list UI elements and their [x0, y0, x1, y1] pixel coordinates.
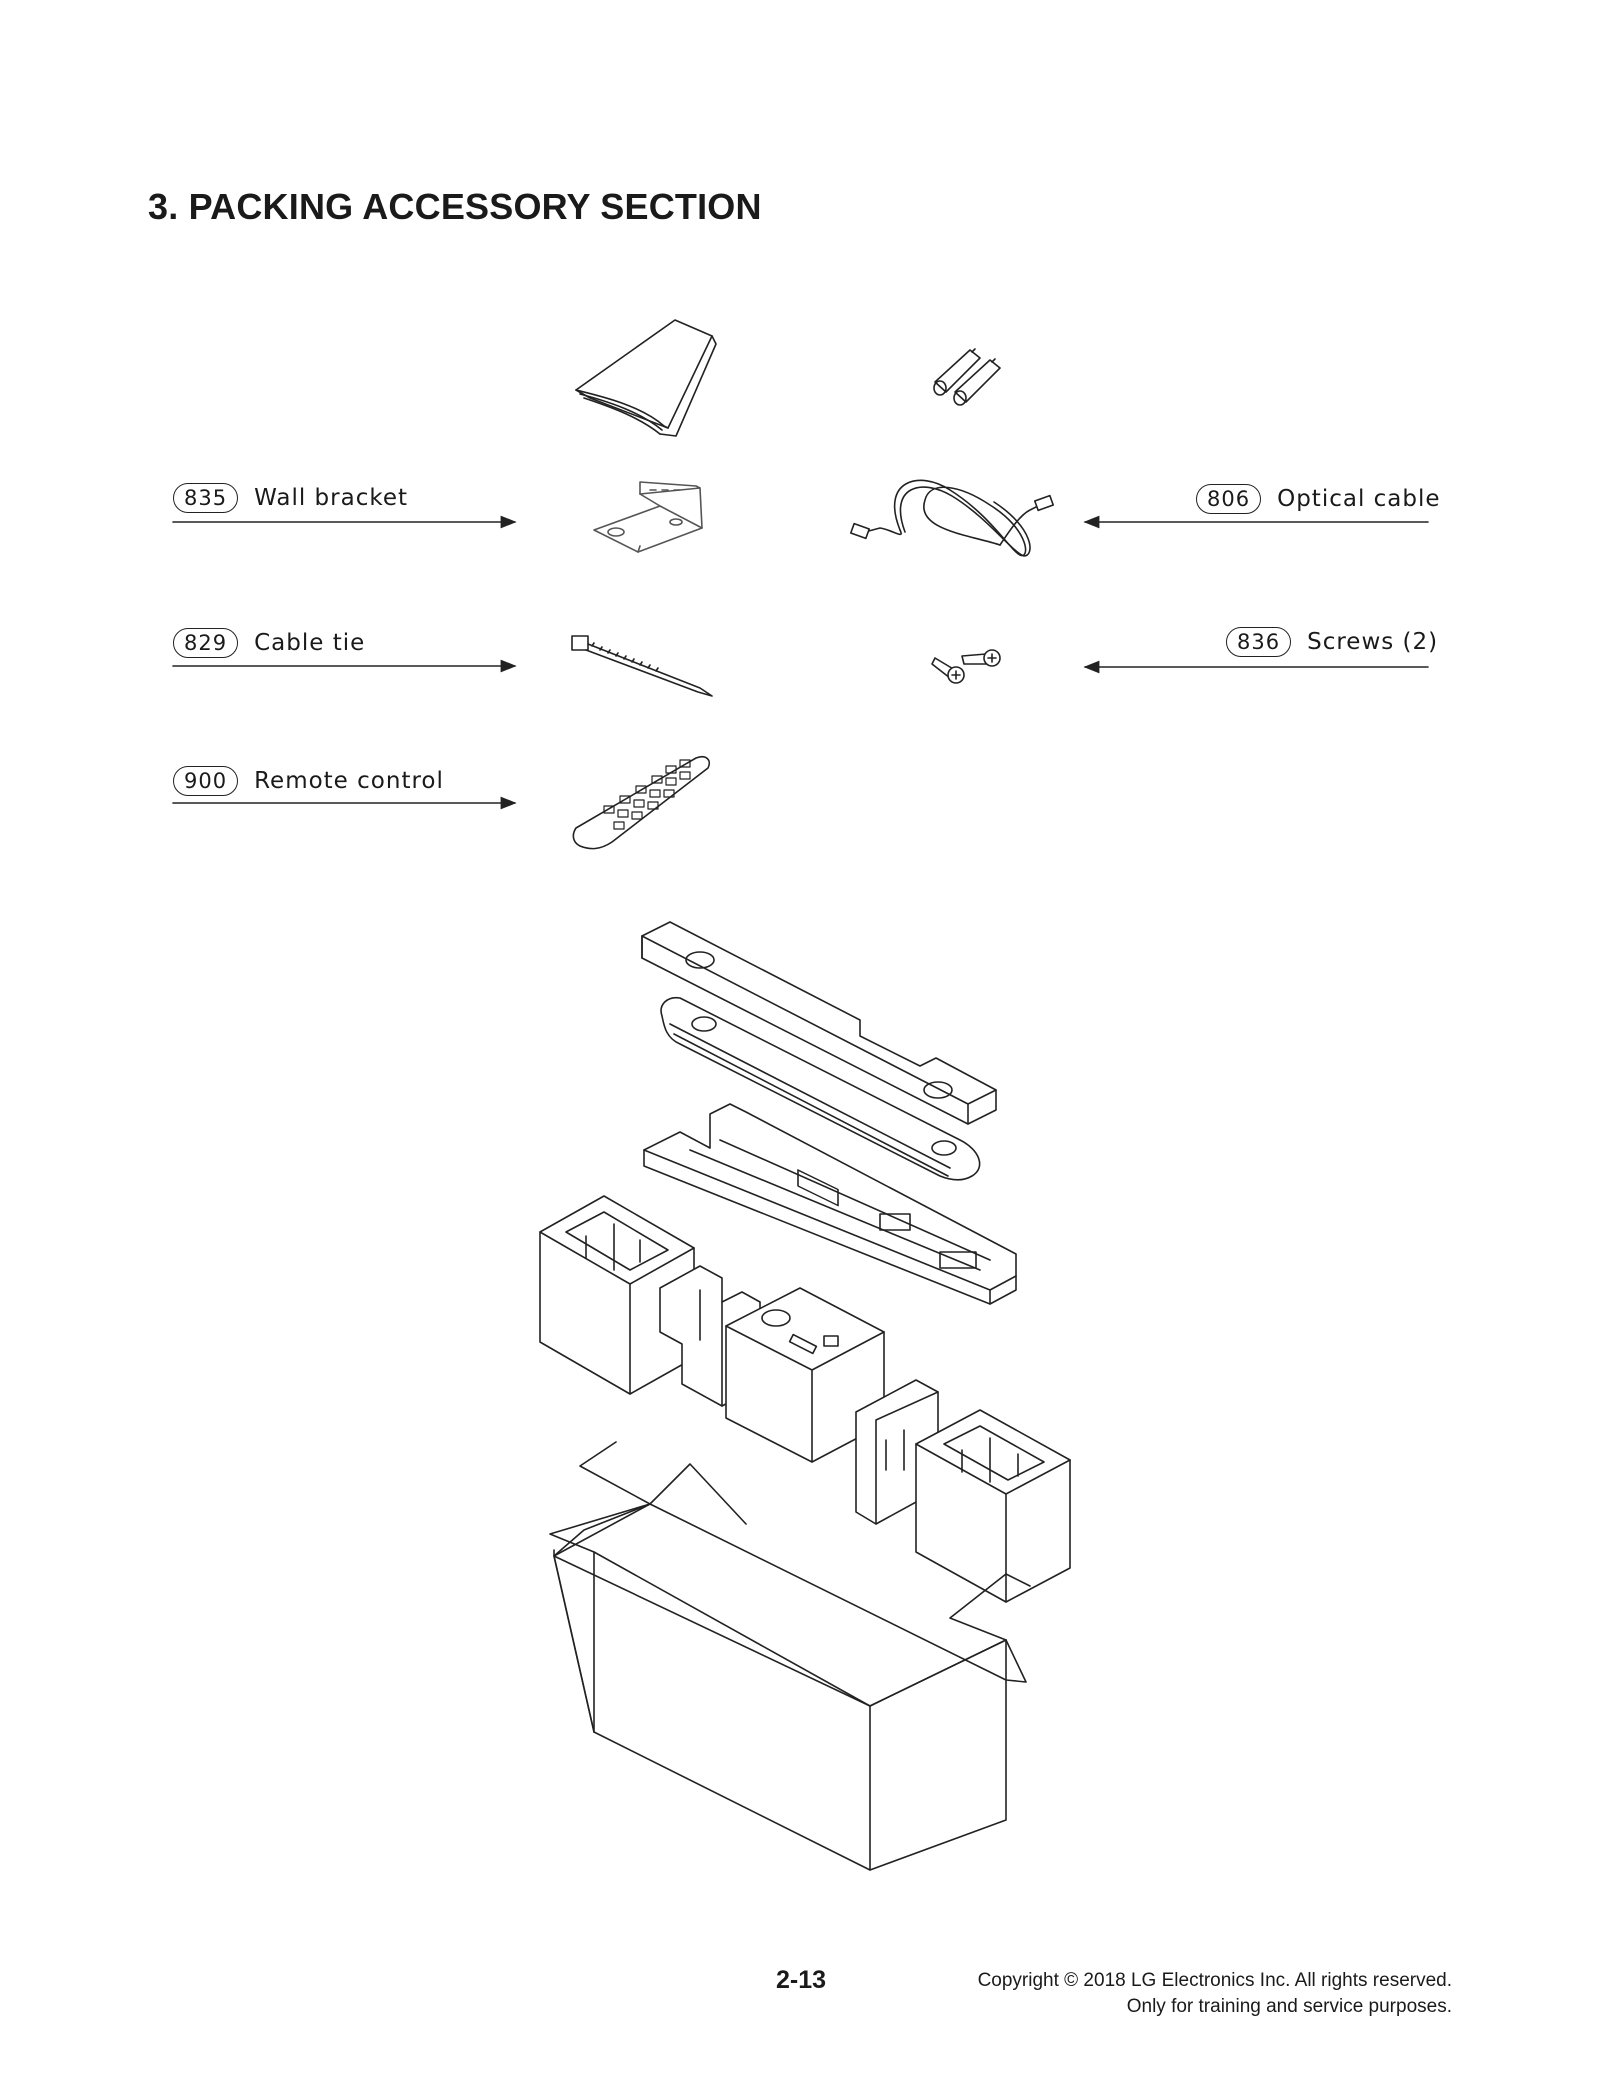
screws-icon	[931, 649, 1001, 684]
callout-label: Wall bracket	[254, 485, 409, 511]
callout-optical-cable: 806 Optical cable	[1196, 481, 1441, 517]
copyright-notice: Copyright © 2018 LG Electronics Inc. All…	[978, 1968, 1452, 2020]
callout-label: Cable tie	[254, 630, 366, 656]
copyright-line: Copyright © 2018 LG Electronics Inc. All…	[977, 1970, 1452, 1991]
part-number-badge: 835	[173, 483, 239, 513]
cable-tie-icon	[571, 635, 713, 697]
wall-bracket-icon	[593, 481, 703, 553]
part-number-badge: 836	[1226, 627, 1292, 657]
part-number-badge: 806	[1196, 484, 1262, 514]
callout-remote-control: 900 Remote control	[173, 763, 444, 799]
page-number: 2-13	[776, 1966, 827, 1994]
remote-control-icon	[572, 755, 711, 850]
manual-booklet-icon	[575, 319, 717, 437]
callout-label: Optical cable	[1277, 486, 1441, 512]
leader-arrows	[172, 515, 1429, 810]
callout-label: Remote control	[254, 768, 444, 794]
callout-wall-bracket: 835 Wall bracket	[173, 480, 408, 516]
section-title: 3. PACKING ACCESSORY SECTION	[148, 186, 762, 227]
callout-cable-tie: 829 Cable tie	[173, 625, 365, 661]
batteries-icon	[933, 348, 1001, 406]
callout-screws: 836 Screws (2)	[1226, 624, 1438, 660]
callout-label: Screws (2)	[1307, 629, 1439, 655]
part-number-badge: 900	[173, 766, 239, 796]
optical-cable-icon	[849, 479, 1055, 557]
packing-exploded-diagram	[539, 921, 1071, 1871]
usage-note: Only for training and service purposes.	[1126, 1996, 1452, 2017]
part-number-badge: 829	[173, 628, 239, 658]
